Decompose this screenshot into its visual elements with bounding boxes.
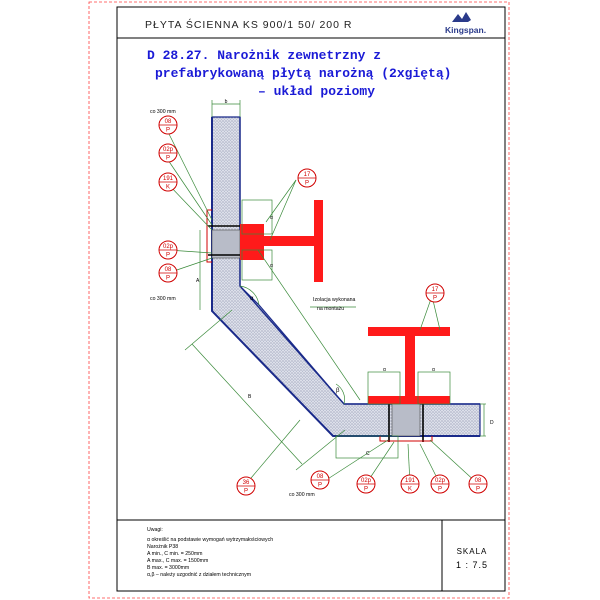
brand-name: Kingspan. (445, 25, 486, 35)
dim-co300-mid: co 300 mm (150, 296, 176, 302)
drawing-title-line3: – układ poziomy (258, 84, 375, 99)
scale-label: SKALA (457, 547, 488, 556)
column-right-flange (368, 327, 450, 336)
tag-type: P (166, 276, 170, 282)
dim-a-right2: α (432, 367, 435, 373)
notes-line: A min., C min. = 250mm (147, 551, 203, 557)
doc-title: PŁYTA ŚCIENNA KS 900/1 50/ 200 R (145, 18, 353, 31)
dim-A: A (196, 278, 200, 284)
dim-alpha: α (250, 296, 254, 302)
dim-C: C (366, 451, 370, 457)
panel-vertical-leg (211, 116, 481, 437)
tag-number: 17 (304, 172, 311, 178)
dimension-lines (167, 100, 486, 485)
reference-tag: 08P (158, 115, 178, 135)
tag-type: P (438, 487, 442, 493)
panel-joint-top (211, 229, 241, 259)
steel-column-left (240, 200, 323, 282)
detail-box-1 (241, 199, 273, 235)
dim-a-right1: α (383, 367, 386, 373)
tag-number: 08 (165, 119, 172, 125)
detail-box-2 (241, 249, 273, 281)
drawing-title-line2: prefabrykowaną płytą narożną (2xgiętą) (155, 66, 451, 81)
tag-type: P (318, 483, 322, 489)
tag-number: 02p (163, 244, 174, 250)
flashing-bottom (379, 436, 433, 442)
panel-outer-skin (211, 117, 480, 437)
tag-number: 02p (163, 147, 174, 153)
logo-mark-icon (452, 12, 471, 22)
cut-border (88, 1, 510, 599)
drawing-title-line1: D 28.27. Narożnik zewnetrzny z (147, 48, 381, 63)
tag-number: 08 (475, 478, 482, 484)
notes-line: B max. = 3000mm (147, 565, 189, 571)
reference-tag: 36P (236, 476, 256, 496)
angle-arc-alpha (239, 285, 260, 306)
drawing-frame (116, 6, 506, 592)
tag-type: P (244, 489, 248, 495)
tag-number: 02p (361, 478, 372, 484)
tag-number: 17 (432, 287, 439, 293)
dim-a-top2: α (270, 263, 273, 269)
tag-type: K (408, 487, 412, 493)
tag-number: 08 (317, 474, 324, 480)
dim-beta: β (336, 388, 340, 394)
notes-line: α,β – należy uzgodnić z działem technicz… (147, 572, 251, 578)
notes-heading: Uwagi: (147, 527, 163, 533)
steel-column-right (368, 327, 450, 404)
notes-line: Narożnik P38 (147, 544, 178, 550)
reference-tag: 17P (425, 283, 445, 303)
tag-number: 191 (163, 176, 174, 182)
tag-type: P (166, 128, 170, 134)
tag-number: 08 (165, 267, 172, 273)
panel-joint-bottom (391, 403, 421, 437)
detail-box-C (335, 435, 399, 459)
insulation-note-line2: na montażu (317, 306, 344, 312)
angle-arc-beta (335, 383, 345, 405)
reference-tag: 08P (310, 470, 330, 490)
reference-tag: 08P (468, 474, 488, 494)
detail-box-3 (367, 371, 401, 405)
dim-B: B (248, 394, 252, 400)
column-left-plate (240, 224, 264, 260)
kingspan-logo: Kingspan. (445, 12, 486, 35)
tag-type: K (166, 185, 170, 191)
dim-a-top1: α (270, 215, 273, 221)
column-left-flange (314, 200, 323, 282)
dim-b: b (225, 99, 228, 105)
dim-D: D (490, 420, 494, 426)
reference-tag: 08P (158, 263, 178, 283)
tag-number: 02p (435, 478, 446, 484)
column-right-plate (368, 396, 450, 404)
dim-co300-top: co 300 mm (150, 109, 176, 115)
reference-tag: 17P (297, 168, 317, 188)
tag-type: P (476, 487, 480, 493)
detail-box-4 (417, 371, 451, 405)
notes-line: α określić na podstawie wymogań wytrzyma… (147, 537, 273, 543)
column-right-web (405, 336, 415, 396)
tag-number: 191 (405, 478, 416, 484)
column-left-web (262, 236, 318, 246)
tag-number: 36 (243, 480, 250, 486)
tag-type: P (166, 156, 170, 162)
tag-type: P (166, 253, 170, 259)
scale-value: 1 : 7.5 (456, 560, 488, 570)
flashing-left (206, 209, 212, 263)
insulation-note-line1: Izolacja wykonana (313, 297, 356, 303)
notes-line: A max., C max. = 1500mm (147, 558, 208, 564)
tag-type: P (305, 181, 309, 187)
dim-co300-bottom: co 300 mm (289, 492, 315, 498)
tag-type: P (433, 296, 437, 302)
wall-panel (206, 116, 481, 442)
tag-type: P (364, 487, 368, 493)
tag-list: 08P02pP191K02pP08P17P17P36P08P02pP191K02… (158, 115, 488, 496)
